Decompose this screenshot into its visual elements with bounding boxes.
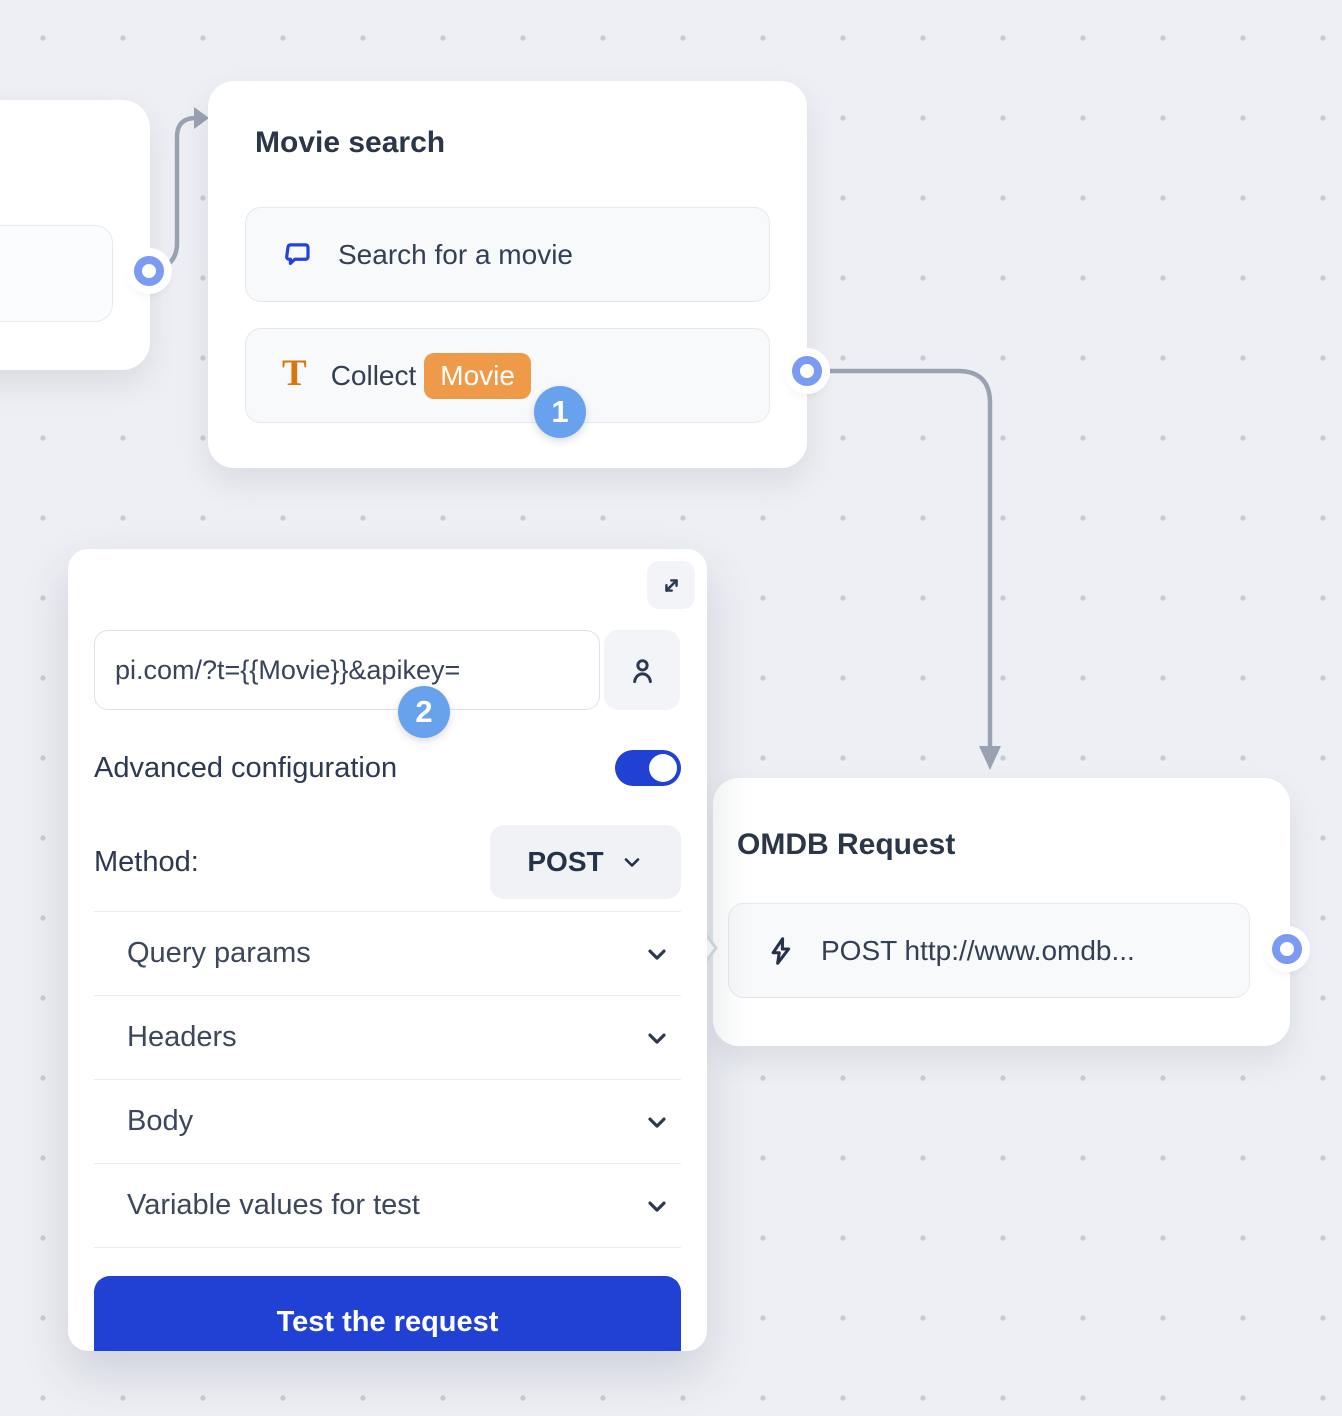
edge-arrowhead-right — [194, 107, 209, 129]
chevron-down-icon — [643, 1108, 671, 1136]
insert-variable-button[interactable] — [604, 630, 680, 710]
url-row — [94, 630, 680, 710]
node-title: Movie search — [255, 126, 446, 159]
node-omdb-request[interactable]: OMDB Request POST http://www.omdb... — [701, 778, 1290, 1046]
advanced-configuration-toggle[interactable] — [615, 750, 681, 786]
url-input[interactable] — [94, 630, 600, 710]
webhook-config-panel: 2 Advanced configuration Method: POST Qu… — [68, 549, 707, 1351]
method-label: Method: — [94, 845, 199, 878]
section-headers[interactable]: Headers — [94, 995, 681, 1079]
chevron-down-icon — [643, 940, 671, 968]
text-collect-icon: T — [282, 353, 307, 394]
block-webhook-post[interactable]: POST http://www.omdb... — [728, 903, 1250, 998]
person-icon — [627, 655, 658, 686]
method-select[interactable]: POST — [490, 825, 681, 899]
node-blocks: Search for a movie T Collect Movie — [245, 207, 770, 423]
block-label-wrap: Collect Movie — [330, 352, 531, 399]
edge-left-to-movie-search — [156, 115, 199, 272]
section-label: Query params — [127, 937, 311, 969]
node-movie-search[interactable]: Movie search Search for a movie T Collec… — [208, 81, 807, 468]
previous-node-card[interactable] — [0, 100, 150, 370]
expand-icon — [658, 572, 685, 599]
block-label: Collect — [330, 359, 417, 391]
block-label: POST http://www.omdb... — [821, 934, 1135, 966]
toggle-knob — [649, 754, 677, 782]
advanced-configuration-row: Advanced configuration — [94, 748, 681, 788]
config-sections: Query params Headers Body Variable value… — [94, 911, 681, 1248]
section-variable-values[interactable]: Variable values for test — [94, 1163, 681, 1247]
section-query-params[interactable]: Query params — [94, 911, 681, 995]
output-port-movie-search[interactable] — [792, 356, 822, 386]
step-badge-1: 1 — [534, 386, 586, 438]
step-badge-2: 2 — [398, 686, 450, 738]
chevron-down-icon — [643, 1192, 671, 1220]
block-collect-movie[interactable]: T Collect Movie — [245, 328, 770, 423]
block-search-for-a-movie[interactable]: Search for a movie — [245, 207, 770, 302]
section-body[interactable]: Body — [94, 1079, 681, 1163]
expand-button[interactable] — [647, 561, 695, 609]
variable-badge[interactable]: Movie — [424, 352, 531, 399]
edge-movie-search-to-omdb — [817, 368, 993, 751]
previous-node-block[interactable] — [0, 225, 113, 322]
advanced-configuration-label: Advanced configuration — [94, 751, 398, 784]
output-port-previous-node[interactable] — [134, 256, 164, 286]
chat-bubble-icon — [282, 239, 314, 271]
lightning-icon — [765, 935, 797, 967]
block-label: Search for a movie — [338, 238, 573, 270]
output-port-omdb-request[interactable] — [1272, 934, 1302, 964]
method-value: POST — [527, 846, 604, 877]
node-title: OMDB Request — [737, 828, 956, 861]
test-request-button[interactable]: Test the request — [94, 1276, 681, 1351]
section-label: Headers — [127, 1021, 237, 1053]
section-label: Body — [127, 1105, 194, 1137]
chevron-down-icon — [643, 1024, 671, 1052]
edge-arrowhead-down — [979, 746, 1001, 770]
method-row: Method: POST — [94, 825, 681, 899]
chevron-down-icon — [620, 850, 644, 874]
section-label: Variable values for test — [127, 1189, 420, 1221]
